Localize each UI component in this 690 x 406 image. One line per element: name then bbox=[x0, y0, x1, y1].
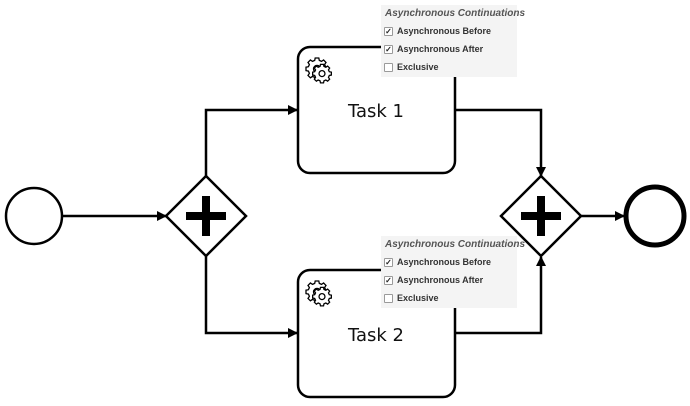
option-label: Exclusive bbox=[397, 293, 439, 303]
async-continuations-panel-task-1: Asynchronous Continuations ✓ Asynchronou… bbox=[381, 5, 525, 77]
task-2-label: Task 2 bbox=[347, 325, 404, 346]
option-async-before[interactable]: ✓ Asynchronous Before bbox=[381, 22, 517, 40]
parallel-gateway-split[interactable] bbox=[164, 174, 248, 258]
flow-task-1-to-join[interactable] bbox=[456, 108, 546, 177]
flow-split-to-task-2[interactable] bbox=[204, 256, 298, 338]
panel-title: Asynchronous Continuations bbox=[385, 8, 525, 19]
async-continuations-panel-task-2: Asynchronous Continuations ✓ Asynchronou… bbox=[381, 236, 525, 308]
option-label: Asynchronous Before bbox=[397, 257, 492, 267]
option-async-after[interactable]: ✓ Asynchronous After bbox=[381, 271, 517, 289]
gear-icon bbox=[305, 57, 332, 84]
option-label: Asynchronous After bbox=[397, 44, 484, 54]
flow-task-2-to-join[interactable] bbox=[456, 256, 546, 335]
checkbox-checked-icon[interactable]: ✓ bbox=[384, 44, 393, 54]
checkbox-unchecked-icon[interactable] bbox=[384, 62, 393, 72]
end-event[interactable] bbox=[623, 184, 687, 248]
option-async-after[interactable]: ✓ Asynchronous After bbox=[381, 40, 517, 58]
option-exclusive[interactable]: Exclusive bbox=[381, 58, 517, 76]
parallel-gateway-join[interactable] bbox=[499, 174, 583, 258]
task-1-label: Task 1 bbox=[347, 101, 404, 122]
option-label: Asynchronous After bbox=[397, 275, 484, 285]
checkbox-checked-icon[interactable]: ✓ bbox=[384, 275, 393, 285]
checkbox-checked-icon[interactable]: ✓ bbox=[384, 257, 393, 267]
start-event[interactable] bbox=[4, 186, 64, 246]
checkbox-unchecked-icon[interactable] bbox=[384, 293, 393, 303]
gear-icon bbox=[305, 280, 332, 307]
option-label: Exclusive bbox=[397, 62, 439, 72]
task-1[interactable] bbox=[296, 45, 457, 175]
option-label: Asynchronous Before bbox=[397, 26, 492, 36]
checkbox-checked-icon[interactable]: ✓ bbox=[384, 26, 393, 36]
panel-title: Asynchronous Continuations bbox=[385, 239, 525, 250]
flow-split-to-task-1[interactable] bbox=[204, 105, 298, 176]
option-async-before[interactable]: ✓ Asynchronous Before bbox=[381, 253, 517, 271]
option-exclusive[interactable]: Exclusive bbox=[381, 289, 517, 307]
